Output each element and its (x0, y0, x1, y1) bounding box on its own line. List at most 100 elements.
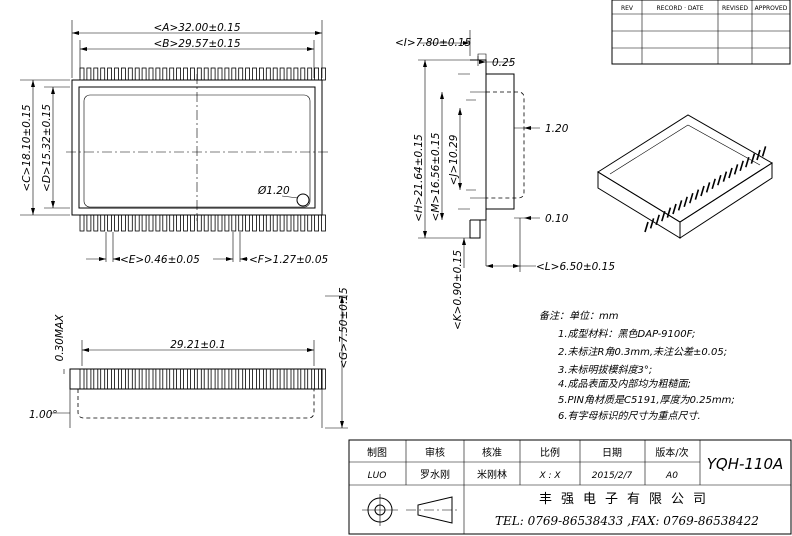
top-pin-upper (183, 67, 188, 81)
iso-pin (722, 171, 728, 182)
top-pin-upper (134, 67, 140, 81)
top-pin-upper (252, 67, 257, 81)
top-pin-lower (272, 214, 278, 232)
front-pin (217, 368, 223, 390)
top-pin-lower (300, 214, 306, 232)
top-pin-upper (203, 67, 209, 81)
dim-025-label: 0.25 (492, 57, 516, 69)
top-pin-upper (307, 67, 313, 81)
side-view: <I>7.80±0.15 0.25 1.20 0.10 <H>21.64±0.1… (395, 30, 615, 330)
top-pin-lower (176, 214, 182, 232)
top-pin-lower (169, 214, 175, 232)
iso-pin (711, 178, 716, 190)
top-pin-lower (210, 214, 216, 232)
top-pin-upper (238, 67, 244, 81)
top-pin-lower (321, 214, 326, 232)
dim-030-label: 0.30MAX (54, 314, 66, 362)
title-block: 制图 审核 核准 比例 日期 版本/次 LUO 罗水刚 米刚林 X : X 20… (348, 439, 792, 535)
notes-title: 备注：单位：mm (539, 310, 619, 322)
front-pin (162, 368, 168, 390)
dim-a-label: <A>32.00±0.15 (153, 22, 240, 34)
dim-e-label: <E>0.46±0.05 (120, 254, 200, 266)
dim-i-label: <I>7.80±0.15 (395, 37, 472, 49)
dim-g-label: <G>7.50±0.15 (338, 287, 350, 369)
top-pin-upper (155, 67, 161, 81)
top-pin-lower (100, 214, 106, 232)
front-pin (183, 368, 188, 390)
tb-value-approved: 米刚林 (477, 468, 507, 481)
front-pin (176, 368, 182, 390)
tb-value-drawn: LUO (368, 471, 387, 481)
front-pin (127, 368, 133, 390)
pin1-marker-circle (296, 193, 310, 207)
tb-header-approved: 核准 (482, 446, 502, 459)
front-pin (300, 368, 306, 390)
dim-angle-label: 1.00° (29, 409, 58, 421)
top-pin-upper (189, 67, 195, 81)
note-1: 1.成型材料：黑色DAP-9100F; (558, 328, 695, 340)
top-pin-upper (245, 67, 251, 81)
front-pin (141, 368, 147, 390)
dim-2921-label: 29.21±0.1 (170, 339, 226, 351)
top-pin-lower (252, 214, 257, 232)
iso-pin (728, 167, 733, 179)
front-pin (169, 368, 175, 390)
iso-pin (745, 156, 750, 168)
top-pin-upper (265, 67, 271, 81)
top-view: Ø1.20 <A>32.00±0.15 <B>29.57±0.15 <C>18.… (20, 20, 329, 266)
top-pin-upper (162, 67, 168, 81)
top-pin-lower (189, 214, 195, 232)
top-pins-lower (79, 214, 326, 232)
top-pin-upper (286, 67, 292, 81)
front-pin (224, 368, 230, 390)
top-pin-upper (210, 67, 216, 81)
note-3: 3.未标明拔模斜度3°; (558, 364, 652, 376)
front-pin (134, 368, 140, 390)
front-pin (238, 368, 244, 390)
top-pin-lower (314, 214, 320, 232)
top-pin-lower (127, 214, 133, 232)
front-pin (121, 368, 126, 390)
iso-pin (700, 185, 705, 197)
front-pin (293, 368, 299, 390)
top-pins-upper (79, 67, 326, 81)
iso-pin (761, 146, 767, 157)
front-pin (203, 368, 209, 390)
front-pin (114, 368, 119, 390)
dim-120-label: 1.20 (545, 123, 569, 135)
model-number: YQH-110A (707, 455, 784, 473)
top-pin-upper (196, 67, 202, 81)
top-pin-upper (217, 67, 223, 81)
top-pin-lower (238, 214, 244, 232)
iso-pin (655, 214, 660, 226)
front-pin (307, 368, 313, 390)
tb-header-checked: 审核 (425, 446, 445, 459)
iso-pin (672, 203, 677, 215)
contact-line: TEL: 0769-86538433 ,FAX: 0769-86538422 (495, 514, 759, 528)
top-pin-lower (114, 214, 119, 232)
front-pin (286, 368, 292, 390)
top-pin-lower (107, 214, 112, 232)
front-pin (86, 368, 92, 390)
front-pin (189, 368, 195, 390)
top-pin-upper (127, 67, 133, 81)
top-pin-upper (272, 67, 278, 81)
top-pin-upper (169, 67, 175, 81)
projection-symbol (362, 494, 458, 526)
top-pin-lower (148, 214, 154, 232)
front-view: 0.30MAX 29.21±0.1 <G>7.50±0.15 1.00° (29, 287, 350, 429)
top-pin-upper (231, 67, 237, 81)
iso-pin (666, 207, 672, 218)
dia-label: Ø1.20 (257, 185, 290, 197)
top-pin-upper (148, 67, 154, 81)
top-pin-lower (79, 214, 85, 232)
tb-value-checked: 罗水刚 (420, 469, 450, 481)
top-pin-upper (300, 67, 306, 81)
revised-header: REVISED (722, 5, 748, 12)
front-pin (93, 368, 99, 390)
side-body-outline (486, 73, 515, 210)
iso-pin (661, 210, 666, 222)
iso-pin (717, 174, 722, 186)
iso-pin (733, 164, 739, 175)
